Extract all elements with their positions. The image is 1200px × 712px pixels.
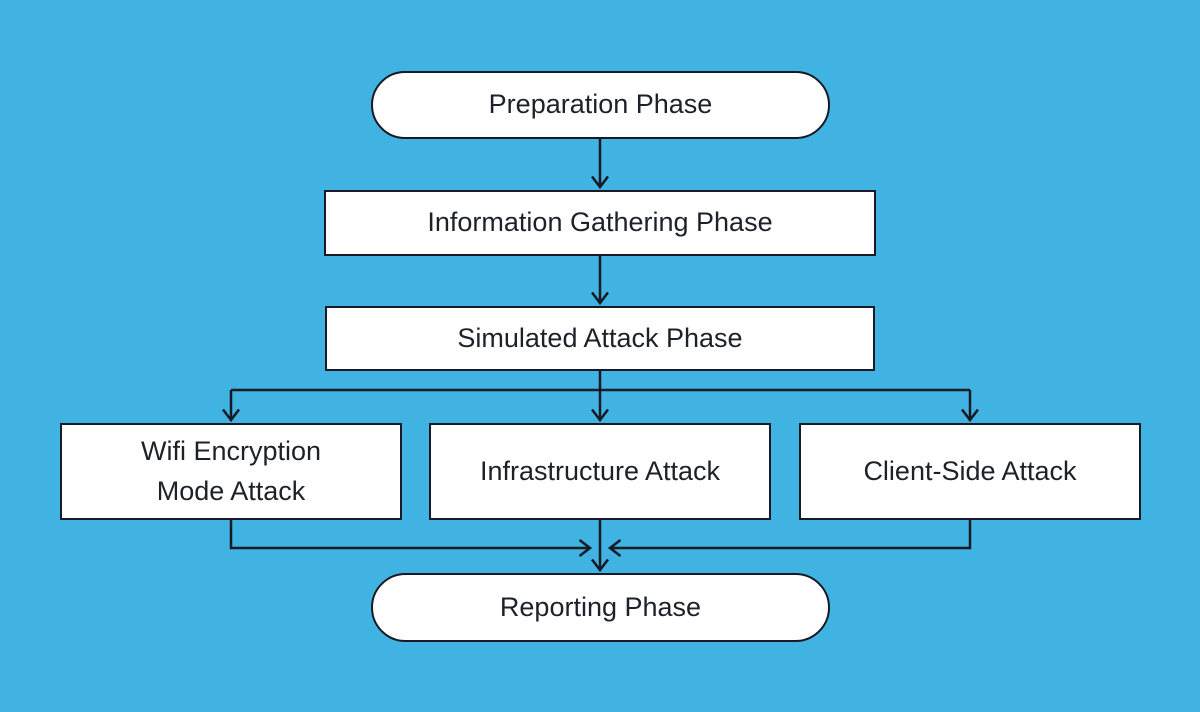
node-simulated-attack-phase: Simulated Attack Phase (325, 306, 875, 371)
edge-preparation-to-information (591, 139, 609, 190)
node-label: Preparation Phase (488, 89, 713, 120)
edge-wifi-to-reporting (229, 520, 593, 557)
node-infrastructure-attack: Infrastructure Attack (429, 423, 771, 520)
edge-simulated-branch-trunk (231, 371, 970, 392)
node-label: Client-Side Attack (863, 455, 1077, 486)
node-information-gathering-phase: Information Gathering Phase (324, 190, 876, 256)
edge-branch-to-wifi (222, 390, 240, 423)
node-label: Wifi Encryption Mode Attack (140, 436, 322, 506)
node-preparation-phase: Preparation Phase (371, 71, 830, 139)
node-client-side-attack: Client-Side Attack (799, 423, 1141, 520)
node-label: Information Gathering Phase (427, 207, 773, 238)
edge-infrastructure-to-reporting (591, 520, 609, 573)
node-label: Simulated Attack Phase (457, 322, 743, 353)
edge-branch-to-infrastructure (591, 390, 609, 423)
node-reporting-phase: Reporting Phase (371, 573, 830, 642)
node-wifi-encryption-mode-attack: Wifi Encryption Mode Attack (60, 423, 402, 520)
node-label: Infrastructure Attack (479, 455, 721, 486)
node-label: Reporting Phase (499, 591, 702, 622)
edge-information-to-simulated (591, 256, 609, 306)
edge-branch-to-client (961, 390, 979, 423)
edge-client-to-reporting (607, 520, 972, 557)
